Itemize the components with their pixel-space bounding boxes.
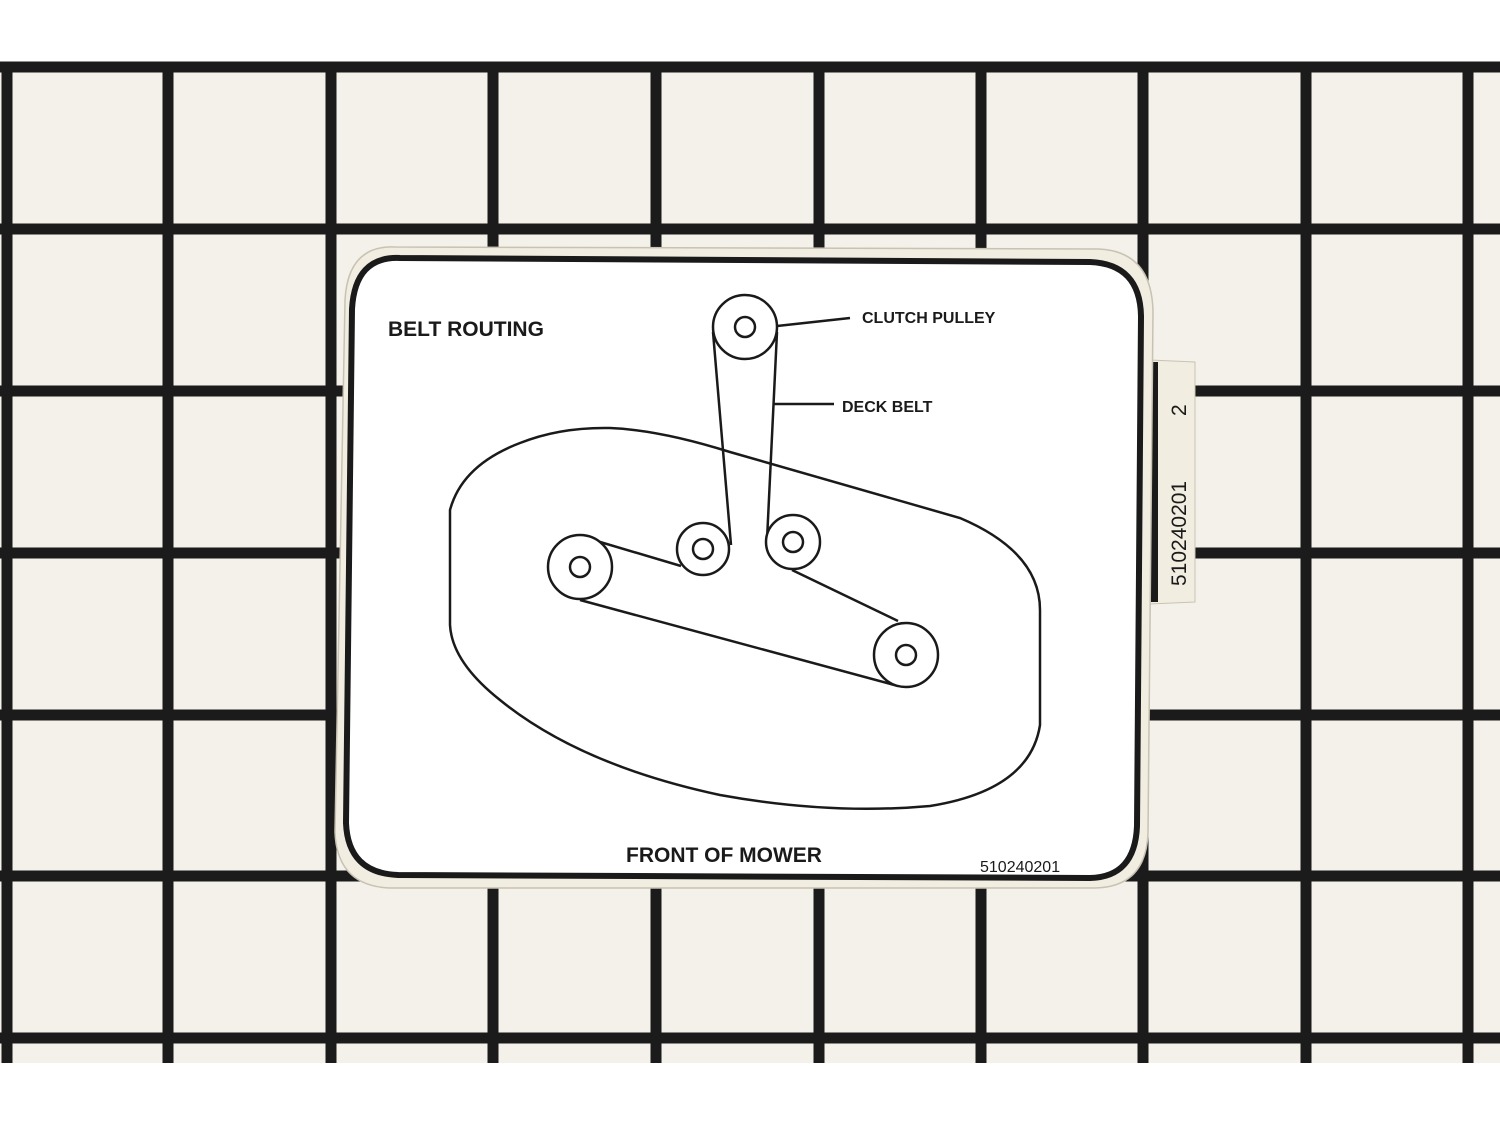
deck-belt-right-strand [765, 331, 779, 541]
left-spindle-pulley-hub [568, 555, 592, 579]
deck-belt-lower [579, 598, 899, 688]
deck-belt [579, 331, 899, 688]
pulleys [546, 293, 940, 689]
deck-belt-label: DECK BELT [842, 399, 933, 416]
decal-title: BELT ROUTING [388, 318, 544, 341]
side-tag-bar [1150, 362, 1158, 602]
right-spindle-pulley-hub [894, 643, 918, 667]
front-of-mower-label: FRONT OF MOWER [626, 844, 822, 867]
decal-border [342, 254, 1145, 882]
side-tag-part-number: 510240201 [1168, 481, 1191, 586]
clutch-pulley-label: CLUTCH PULLEY [862, 310, 996, 327]
leader-lines [774, 316, 851, 406]
left-idler-pulley-hub [691, 537, 715, 561]
decal-part-number: 510240201 [980, 859, 1060, 876]
side-tag-revision: 2 [1168, 404, 1191, 416]
right-idler-pulley-hub [781, 530, 805, 554]
clutch-pulley-hub [733, 315, 757, 339]
clutch-pulley-leader [776, 316, 851, 328]
deck-belt-upper-right [791, 568, 899, 623]
mower-deck-outline [448, 426, 1042, 811]
deck-belt-left-strand [711, 331, 733, 546]
